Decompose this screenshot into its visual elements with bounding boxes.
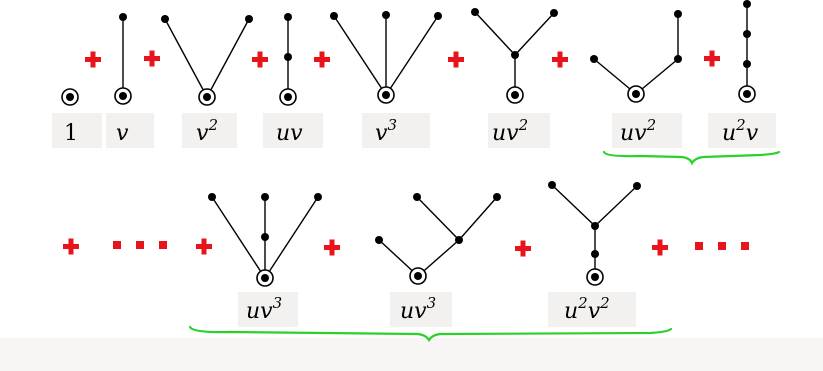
tree-u2v2 [548, 181, 641, 286]
tree-v [114, 13, 132, 105]
tree-v3 [330, 11, 442, 104]
term-label: v3 [375, 116, 397, 146]
plus-sign [196, 238, 212, 255]
green-underbrace-row1 [602, 150, 781, 166]
term-label: u2v [722, 116, 759, 146]
tree-uv [279, 13, 297, 106]
term-label: 1 [64, 121, 78, 146]
term-label: uv3 [246, 294, 282, 324]
plus-sign [552, 51, 568, 68]
term-label: uv3 [400, 294, 436, 324]
term-label: v2 [196, 116, 218, 146]
green-underbrace-row2 [188, 325, 673, 343]
plus-sign [144, 50, 160, 67]
tree-uv3-a [208, 193, 322, 287]
plus-sign [85, 51, 101, 68]
plus-sign [252, 51, 268, 68]
row2-leading-operators [63, 238, 212, 255]
plus-sign [515, 240, 531, 257]
term-label: uv2 [620, 116, 656, 146]
tree-1 [61, 88, 79, 106]
row1-plus-signs [85, 50, 720, 68]
tree-uv2-branch [590, 10, 682, 103]
row2-label-boxes [238, 292, 636, 327]
plus-sign [324, 239, 340, 256]
term-label: uv [276, 121, 303, 146]
term-label: v [116, 121, 129, 146]
row2-trailing-operators [652, 239, 749, 256]
background-strip [0, 338, 823, 371]
tree-uv2-y [471, 8, 558, 104]
plus-sign [448, 51, 464, 68]
tree-uv3-b [375, 193, 501, 285]
plus-sign [652, 239, 668, 256]
tree-v2 [161, 15, 253, 106]
term-label: u2v2 [564, 294, 610, 324]
tree-u2v [738, 0, 756, 103]
plus-sign [63, 238, 79, 255]
term-label: uv2 [492, 116, 528, 146]
ellipsis-dots [695, 242, 749, 250]
row1-labels: 1 v v2 uv v3 uv2 uv2 u2v [64, 116, 759, 146]
plus-sign [314, 51, 330, 68]
row1-label-boxes [52, 113, 776, 148]
row2-labels: uv3 uv3 u2v2 [246, 294, 610, 324]
plus-sign [704, 50, 720, 67]
ellipsis-dots [113, 241, 167, 249]
